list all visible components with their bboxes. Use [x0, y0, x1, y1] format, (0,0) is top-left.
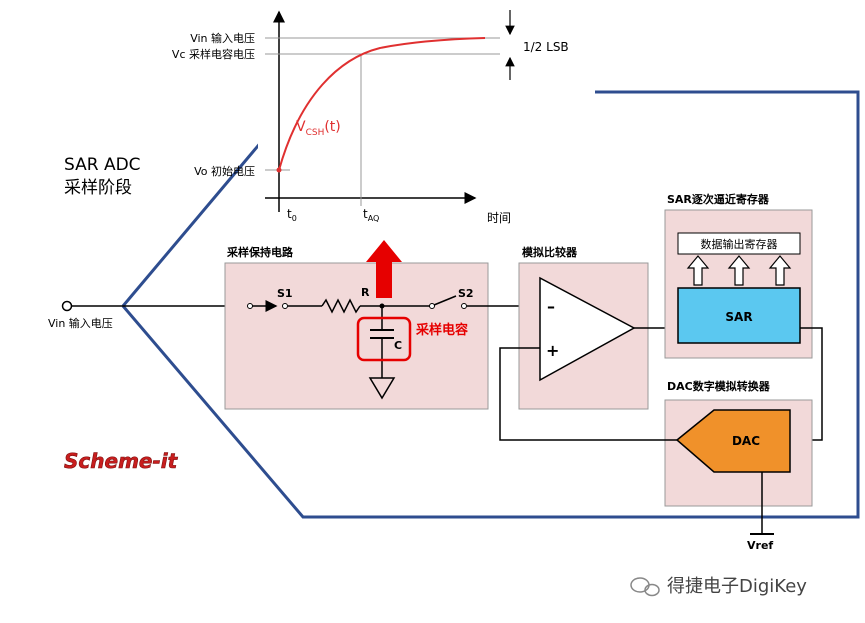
comparator-symbol: [539, 276, 636, 382]
up-arrow-1: [686, 255, 710, 286]
s2-blade: [433, 295, 457, 306]
taq-label: tAQ: [363, 207, 379, 223]
graph-panel: [258, 0, 594, 232]
s1-contact-b: [282, 303, 288, 309]
vo-dot: [276, 167, 282, 173]
sample-hold-block: [224, 262, 489, 410]
comparator-plus: +: [546, 341, 559, 360]
comparator-title: 模拟比较器: [522, 245, 578, 259]
dac-block: [675, 409, 791, 473]
output-register-box: [677, 232, 801, 255]
t0-label: t0: [287, 207, 297, 223]
curve-label: VCSH(t): [296, 119, 341, 138]
stage-title-line1: SAR ADC: [64, 155, 141, 175]
sar-register-title: SAR逐次逼近寄存器: [667, 192, 770, 206]
sar-block: [677, 287, 801, 344]
cap-label: C: [394, 339, 402, 352]
time-axis-label: 时间: [487, 211, 511, 225]
sample-hold-title: 采样保持电路: [226, 245, 294, 259]
output-register-label: 数据输出寄存器: [701, 237, 778, 251]
wechat-icon: [630, 577, 660, 597]
up-arrow-2: [727, 255, 751, 286]
input-terminal: [61, 300, 73, 312]
s2-contact-a: [429, 303, 435, 309]
comparator-minus: –: [547, 297, 555, 316]
sar-block-label: SAR: [725, 310, 752, 324]
s1-contact-a: [247, 303, 253, 309]
cap-highlight-label: 采样电容: [415, 322, 468, 338]
resistor: [321, 298, 361, 314]
scheme-it-logo: Scheme-it: [64, 449, 179, 473]
dac-title: DAC数字模拟转换器: [667, 379, 771, 393]
input-label: Vin 输入电压: [48, 316, 113, 330]
wire-dac-comp: [499, 347, 677, 441]
s2-contact-b: [461, 303, 467, 309]
charging-curve: [278, 37, 486, 171]
ground-symbol: [368, 377, 396, 400]
s2-label: S2: [458, 287, 474, 300]
vo-axis-label: Vo 初始电压: [194, 164, 255, 178]
s1-label: S1: [277, 287, 293, 300]
resistor-label: R: [361, 286, 370, 299]
stage-title-line2: 采样阶段: [64, 178, 132, 198]
vref-label: Vref: [747, 539, 773, 552]
watermark-text: 得捷电子DigiKey: [667, 576, 807, 597]
vc-axis-label: Vc 采样电容电压: [172, 47, 255, 61]
red-up-arrow: [366, 240, 402, 298]
up-arrow-3: [768, 255, 792, 286]
lsb-label: 1/2 LSB: [523, 40, 569, 54]
dac-block-label: DAC: [732, 434, 760, 448]
vin-axis-label: Vin 输入电压: [190, 31, 255, 45]
cap-highlight-box: [356, 316, 412, 362]
